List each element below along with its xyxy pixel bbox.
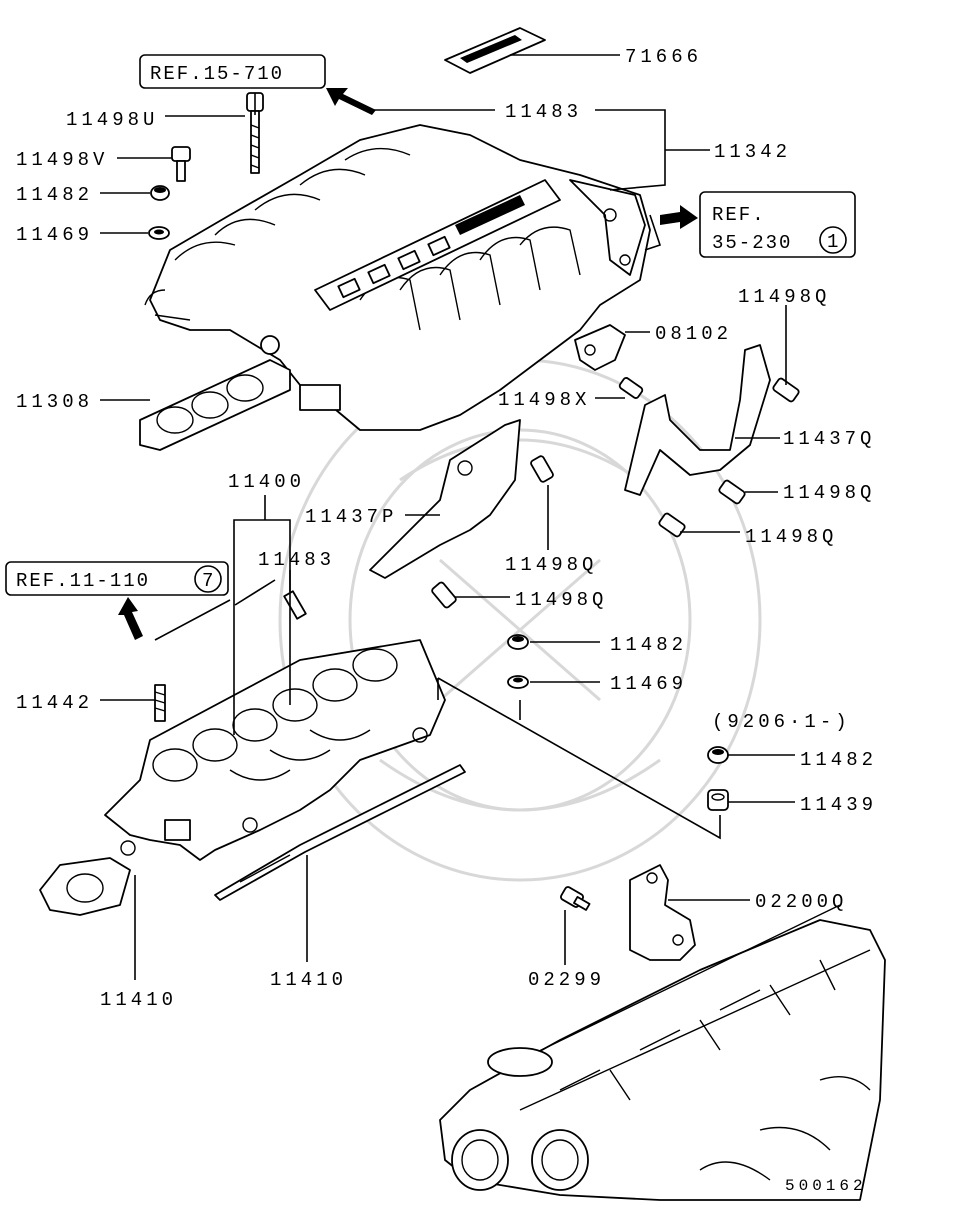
cylinder-head (439, 904, 886, 1201)
label-11342: 11342 (714, 141, 791, 163)
label-11308: 11308 (16, 391, 93, 413)
arrow-ref-11-110 (118, 597, 143, 640)
bracket-02200Q (629, 864, 696, 961)
gasket-11410-left (39, 857, 131, 916)
label-11498Q-b: 11498Q (505, 554, 597, 576)
gasket-11410-right (214, 764, 466, 901)
label-11442: 11442 (16, 692, 93, 714)
label-11483-mid: 11483 (258, 549, 335, 571)
label-11498Q-d: 11498Q (745, 526, 837, 548)
bolt-11498Q-c (718, 479, 746, 505)
stay-11437P (369, 419, 521, 579)
label-11498V: 11498V (16, 149, 108, 171)
label-71666: 71666 (625, 46, 702, 68)
gasket-11308 (139, 359, 291, 451)
ref-35-230-line1: REF. (712, 204, 766, 226)
bolt-11498Q-e (431, 581, 457, 609)
label-08102: 08102 (655, 323, 732, 345)
nut-11482-low (707, 746, 729, 764)
label-11439: 11439 (800, 794, 877, 816)
part-labels: 71666 11483 11342 11498U 11498V 11482 11… (16, 46, 877, 1195)
bolt-02299 (560, 886, 591, 911)
label-date-note: (9206·1-) (712, 711, 851, 733)
label-diagram-id: 500162 (785, 1177, 867, 1195)
label-11482-top: 11482 (16, 184, 93, 206)
label-11469-top: 11469 (16, 224, 93, 246)
bolt-11498Q-a (772, 377, 800, 403)
washer-11469-mid (507, 675, 529, 689)
ref-15-710-text: REF.15-710 (150, 63, 284, 85)
label-11498Q-a: 11498Q (738, 286, 830, 308)
bolt-11498X (618, 377, 644, 399)
ref-35-230-line2: 35-230 (712, 232, 792, 254)
arrow-ref-15-710 (326, 88, 376, 115)
label-11483-top: 11483 (505, 101, 582, 123)
nut-11482-top (150, 185, 170, 201)
label-11410-mid: 11410 (270, 969, 347, 991)
intake-manifold-lower (104, 639, 446, 861)
nut-11482-mid (507, 634, 529, 650)
bracket-08102 (574, 324, 626, 371)
bolt-11498Q-b (530, 455, 554, 483)
ref-35-230-circle-num: 1 (827, 231, 840, 253)
ref-box-11-110[interactable]: REF.11-110 7 (5, 561, 229, 596)
label-11498U: 11498U (66, 109, 158, 131)
stay-11437Q (624, 344, 771, 496)
intake-plenum-upper (144, 124, 651, 431)
label-11400: 11400 (228, 471, 305, 493)
emblem-plate-71666 (444, 27, 546, 74)
ref-11-110-circle-num: 7 (202, 570, 215, 592)
label-02200Q: 02200Q (755, 891, 847, 913)
label-11498X: 11498X (498, 389, 590, 411)
label-11410-left: 11410 (100, 989, 177, 1011)
arrow-ref-35-230 (660, 205, 698, 229)
ref-box-15-710[interactable]: REF.15-710 (139, 54, 326, 89)
label-11498Q-e: 11498Q (515, 589, 607, 611)
label-11437Q: 11437Q (783, 428, 875, 450)
stud-11483-mid (283, 590, 307, 620)
label-11498Q-c: 11498Q (783, 482, 875, 504)
label-11437P: 11437P (305, 506, 397, 528)
ref-11-110-text: REF.11-110 (16, 570, 150, 592)
label-02299: 02299 (528, 969, 605, 991)
label-11482-mid: 11482 (610, 634, 687, 656)
label-11469-mid: 11469 (610, 673, 687, 695)
label-11482-low: 11482 (800, 749, 877, 771)
washer-11469-top (148, 226, 170, 240)
nut-11439 (707, 789, 729, 811)
leader-lines (100, 54, 795, 980)
ref-box-35-230[interactable]: REF. 35-230 1 (699, 191, 856, 258)
stud-11442 (154, 684, 166, 722)
bolt-11498V (171, 146, 191, 182)
